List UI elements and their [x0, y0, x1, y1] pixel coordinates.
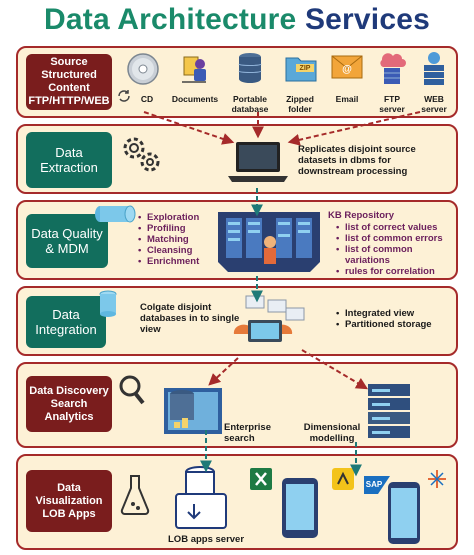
quality-bullet: Exploration [138, 212, 228, 223]
extraction-label: Data Extraction [26, 132, 112, 188]
kb-repository-list: list of correct values list of common er… [336, 222, 454, 277]
kb-item: rules for correlation [336, 266, 454, 277]
enterprise-search-caption: Enterprise search [224, 422, 271, 444]
quality-bullet: Cleansing [138, 245, 228, 256]
magnifier-icon [119, 375, 145, 405]
quality-row: Data Quality & MDM Exploration Profiling… [16, 200, 458, 280]
database-cylinder-icon [99, 290, 117, 317]
integration-bullets: Integrated view Partitioned storage [336, 308, 456, 330]
title-part-1: Data Architecture [44, 3, 297, 36]
data-center-illustration [218, 212, 320, 272]
integration-row: Data Integration Colgate disjoint databa… [16, 286, 458, 356]
documents-caption: Documents [171, 94, 219, 104]
cd-icon [127, 53, 159, 85]
extraction-row: Data Extraction Replicates disjoint sour… [16, 124, 458, 194]
quality-bullet: Enrichment [138, 256, 228, 267]
kb-item: list of common variations [336, 244, 454, 266]
title-part-2: Services [304, 3, 430, 36]
visualization-label: Data Visualization LOB Apps [26, 470, 112, 532]
lob-apps-server-caption: LOB apps server [168, 534, 245, 545]
discovery-label: Data Discovery Search Analytics [26, 376, 112, 432]
web-server-caption: WEB server [421, 94, 447, 114]
lob-apps-server-icon [175, 466, 227, 529]
integration-illustration [233, 295, 305, 342]
quality-bullet: Matching [138, 234, 228, 245]
sources-label: Source Structured Content FTP/HTTP/WEB [26, 54, 112, 110]
cylinder-icon [95, 205, 136, 223]
flask-icon [120, 475, 150, 515]
zipped-folder-icon [285, 57, 317, 82]
documents-icon [182, 56, 206, 83]
email-caption: Email [335, 94, 359, 104]
integration-description: Colgate disjoint databases in to single … [140, 302, 240, 335]
visualization-row: Data Visualization LOB Apps LOB apps ser… [16, 454, 458, 550]
extraction-description: Replicates disjoint source datasets in d… [298, 144, 416, 177]
quality-bullets: Exploration Profiling Matching Cleansing… [138, 212, 228, 267]
laptop-icon [228, 142, 288, 182]
phone-icon [388, 482, 420, 544]
integration-bullet: Partitioned storage [336, 319, 456, 330]
kb-item: list of correct values [336, 222, 454, 233]
quality-label: Data Quality & MDM [26, 214, 108, 268]
integration-bullet: Integrated view [336, 308, 456, 319]
portable-database-icon [238, 53, 262, 83]
refresh-icon [118, 90, 130, 102]
sources-row: Source Structured Content FTP/HTTP/WEB C… [16, 46, 458, 118]
quality-bullet: Profiling [138, 223, 228, 234]
sap-logo-icon [364, 476, 390, 494]
zip-badge: ZIP [299, 65, 311, 72]
integration-label: Data Integration [26, 296, 106, 348]
arrow-web-to-laptop [287, 111, 421, 146]
gears-icon [123, 137, 160, 172]
enterprise-search-illustration [164, 388, 222, 434]
arrow-cd-to-laptop [143, 111, 235, 145]
svg-text:@: @ [342, 64, 352, 75]
zipped-folder-caption: Zipped folder [286, 94, 314, 114]
kb-item: list of common errors [336, 233, 454, 244]
web-server-icon [424, 52, 444, 85]
cd-caption: CD [140, 94, 154, 104]
sap-badge: SAP [365, 480, 383, 489]
portable-database-caption: Portable database [231, 94, 269, 114]
dimensional-modelling-caption: Dimensional modelling [303, 422, 361, 444]
ftp-server-icon [380, 53, 406, 84]
analytics-app-icon [332, 468, 354, 490]
tableau-icon [428, 470, 446, 488]
arrow-integration-to-dimensional [301, 349, 369, 390]
email-icon: @ [331, 55, 363, 79]
tablet-icon [282, 478, 318, 538]
dimensional-servers-icon [368, 384, 410, 438]
page-title: Data Architecture Services [0, 2, 474, 38]
discovery-row: Data Discovery Search Analytics Enterpri… [16, 362, 458, 448]
arrow-integration-to-enterprise [208, 357, 239, 386]
ftp-server-caption: FTP server [379, 94, 405, 114]
kb-repository-title: KB Repository [328, 210, 394, 221]
excel-icon [250, 468, 272, 490]
